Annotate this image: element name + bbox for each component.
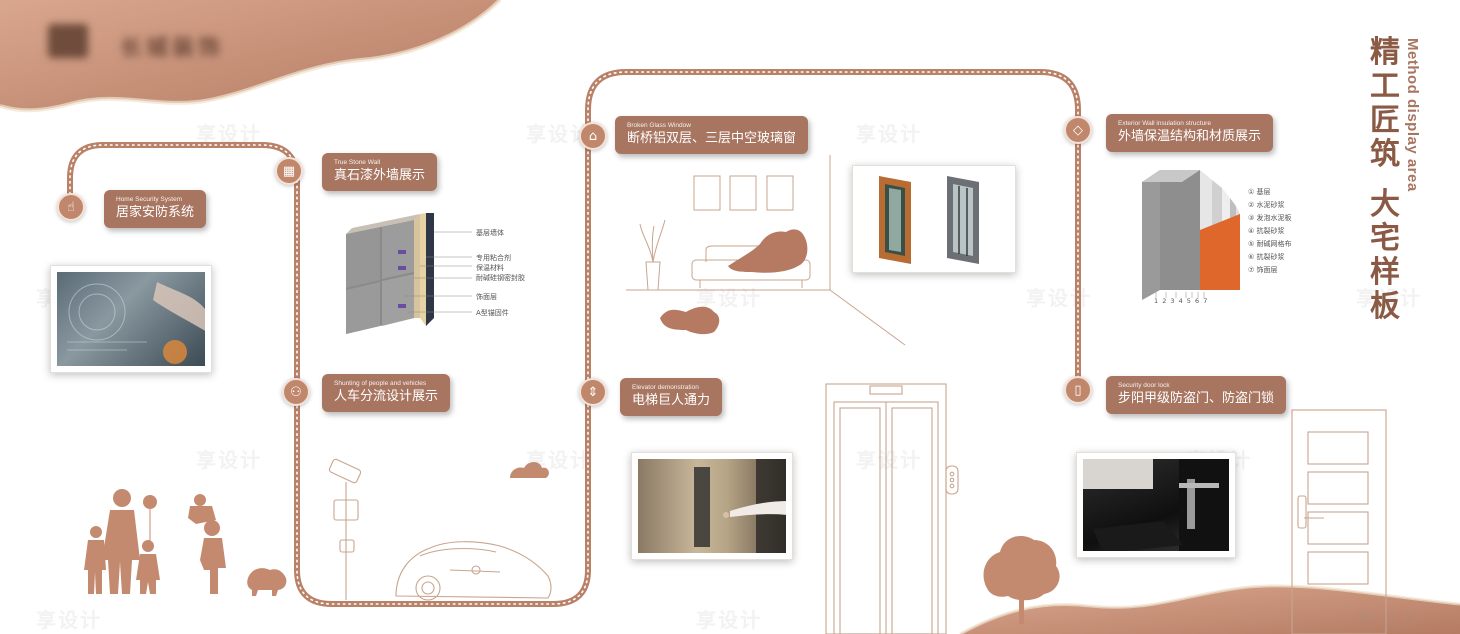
title-char: 大 bbox=[1370, 187, 1400, 222]
watermark: 享设计 bbox=[196, 122, 262, 146]
title-char: 样 bbox=[1370, 255, 1400, 290]
dog-silhouette bbox=[660, 306, 720, 335]
window-icon: ⌂ bbox=[579, 122, 607, 150]
tag-wall-insulation: Exterior Wall insulation structure 外墙保温结… bbox=[1106, 114, 1274, 152]
hand-touch-icon: ☝ bbox=[57, 193, 85, 221]
tag-en: Shunting of people and vehicles bbox=[334, 380, 427, 387]
top-wave bbox=[0, 0, 500, 111]
logo-text: 长城装饰 bbox=[120, 36, 225, 61]
door-illustration bbox=[1291, 409, 1387, 634]
layer-label: 保温材料 bbox=[476, 264, 504, 272]
brick-wall-icon: ▦ bbox=[275, 157, 303, 185]
window-frame-photo bbox=[852, 165, 1016, 273]
camera-post-illustration bbox=[328, 458, 362, 600]
tag-security-door: Security door lock 步阳甲级防盗门、防盗门锁 bbox=[1106, 376, 1287, 414]
tag-zh: 断桥铝双层、三层中空玻璃窗 bbox=[627, 131, 797, 146]
tag-en: Broken Glass Window bbox=[627, 122, 691, 129]
watermark: 享设计 bbox=[696, 608, 762, 632]
tag-en: Security door lock bbox=[1118, 382, 1170, 389]
page-title: 精 工 匠 筑 大 宅 样 板 bbox=[1365, 36, 1405, 324]
watermark: 享设计 bbox=[526, 448, 592, 472]
legend-item: ② 水泥砂浆 bbox=[1248, 201, 1285, 209]
title-char: 匠 bbox=[1370, 103, 1400, 138]
title-char: 筑 bbox=[1370, 137, 1400, 172]
legend-item: ⑤ 耐碱网格布 bbox=[1248, 240, 1292, 248]
watermark: 享设计 bbox=[856, 122, 922, 146]
tag-elevator: Elevator demonstration 电梯巨人通力 bbox=[620, 378, 723, 416]
page-subtitle: Method display area bbox=[1404, 38, 1421, 192]
layer-label: 耐碱硅钢密封胶 bbox=[476, 274, 525, 282]
room-illustration bbox=[626, 155, 906, 346]
tag-stone-wall: True Stone Wall 真石漆外墙展示 bbox=[322, 153, 438, 191]
layer-label: 基层墙体 bbox=[476, 229, 504, 237]
tag-shunting: Shunting of people and vehicles 人车分流设计展示 bbox=[322, 374, 451, 412]
tag-en: Exterior Wall insulation structure bbox=[1118, 120, 1211, 127]
leaf-icon: ◇ bbox=[1064, 116, 1092, 144]
tag-zh: 人车分流设计展示 bbox=[334, 389, 439, 404]
person-silhouette bbox=[728, 229, 808, 273]
tag-zh: 居家安防系统 bbox=[116, 205, 195, 220]
insulation-legend: ① 基层 ② 水泥砂浆 ③ 发泡水泥板 ④ 抗裂砂浆 ⑤ 耐碱网格布 ⑥ 抗裂砂… bbox=[1248, 186, 1292, 277]
tag-zh: 真石漆外墙展示 bbox=[334, 168, 426, 183]
family-silhouette bbox=[84, 489, 287, 596]
legend-item: ⑦ 饰面层 bbox=[1248, 266, 1278, 274]
tag-glass-window: Broken Glass Window 断桥铝双层、三层中空玻璃窗 bbox=[615, 116, 809, 154]
watermark: 享设计 bbox=[856, 448, 922, 472]
layer-label: 专用粘合剂 bbox=[476, 254, 511, 262]
legend-item: ③ 发泡水泥板 bbox=[1248, 214, 1292, 222]
bottom-wave bbox=[960, 585, 1460, 634]
legend-item: ④ 抗裂砂浆 bbox=[1248, 227, 1285, 235]
watermark: 享设计 bbox=[1356, 286, 1422, 310]
title-char: 精 bbox=[1370, 35, 1400, 70]
title-char: 工 bbox=[1370, 69, 1400, 104]
legend-item: ⑥ 抗裂砂浆 bbox=[1248, 253, 1285, 261]
tag-zh: 外墙保温结构和材质展示 bbox=[1118, 129, 1262, 144]
legend-item: ① 基层 bbox=[1248, 188, 1271, 196]
elevator-photo bbox=[631, 452, 793, 560]
elevator-illustration bbox=[825, 383, 959, 634]
tag-en: Home Security System bbox=[116, 196, 183, 203]
tree-silhouette bbox=[983, 536, 1060, 624]
route-path bbox=[67, 69, 1081, 607]
watermark: 享设计 bbox=[196, 448, 262, 472]
cloud-silhouette bbox=[510, 462, 549, 478]
logo-mark-icon bbox=[48, 24, 88, 58]
title-char: 宅 bbox=[1370, 221, 1400, 256]
tag-zh: 步阳甲级防盗门、防盗门锁 bbox=[1118, 391, 1275, 406]
person-car-icon: ⚇ bbox=[282, 378, 310, 406]
tag-en: True Stone Wall bbox=[334, 159, 381, 166]
watermark: 享设计 bbox=[366, 286, 432, 310]
door-lock-icon: ▯ bbox=[1064, 376, 1092, 404]
home-security-photo bbox=[50, 265, 212, 373]
title-char: 板 bbox=[1370, 289, 1400, 324]
layer-label: 饰面层 bbox=[476, 293, 497, 301]
insulation-layer-numbers: 1 2 3 4 5 6 7 bbox=[1154, 297, 1208, 305]
car-illustration bbox=[395, 541, 552, 601]
watermark: 享设计 bbox=[1356, 608, 1422, 632]
watermark: 享设计 bbox=[36, 608, 102, 632]
watermark: 享设计 bbox=[696, 286, 762, 310]
watermark: 享设计 bbox=[1026, 286, 1092, 310]
tag-home-security: Home Security System 居家安防系统 bbox=[104, 190, 207, 228]
elevator-icon: ⇕ bbox=[579, 378, 607, 406]
tag-zh: 电梯巨人通力 bbox=[632, 393, 711, 408]
layer-label: A型锚固件 bbox=[476, 309, 509, 317]
security-door-photo bbox=[1076, 452, 1236, 558]
tag-en: Elevator demonstration bbox=[632, 384, 699, 391]
brand-logo: 长城装饰 bbox=[48, 24, 248, 61]
